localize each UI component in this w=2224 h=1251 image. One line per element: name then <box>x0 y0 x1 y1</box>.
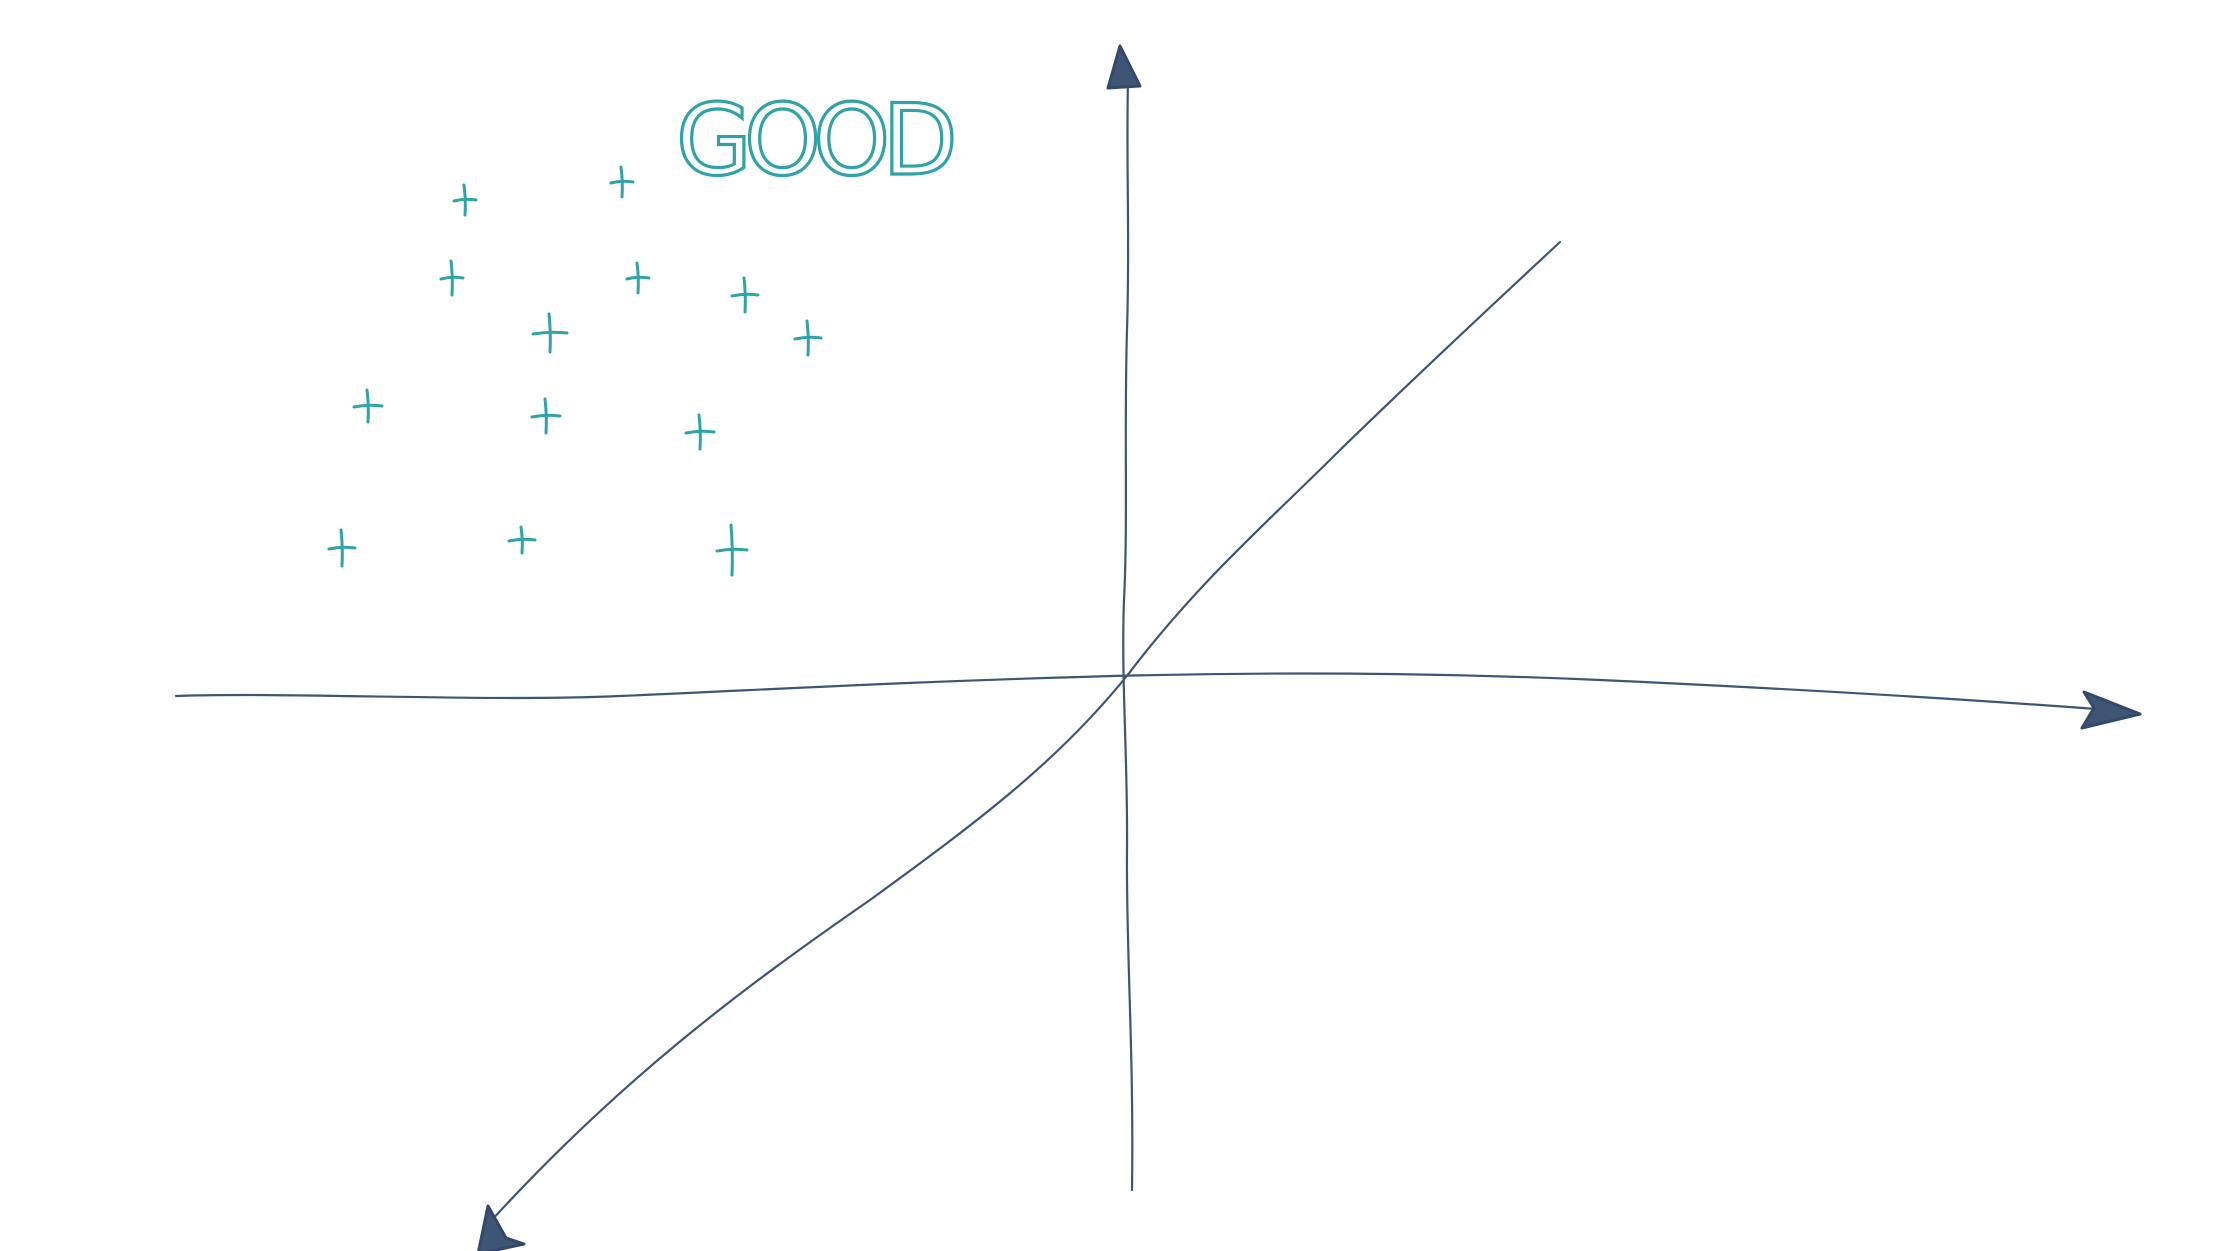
plus-mark <box>715 523 749 577</box>
diagonal-axis-arrow-icon <box>477 1204 526 1251</box>
plus-mark <box>439 259 465 297</box>
plus-mark <box>327 528 357 568</box>
plus-mark <box>352 388 384 424</box>
plus-mark <box>530 397 562 435</box>
diagonal-axis <box>488 240 1562 1224</box>
plus-mark <box>531 312 569 354</box>
plus-mark <box>793 319 823 357</box>
plus-mark <box>452 183 478 217</box>
plus-mark <box>684 413 716 451</box>
horizontal-axis <box>174 672 2138 714</box>
plus-mark <box>730 276 760 314</box>
vertical-axis <box>1122 80 1134 1192</box>
vertical-axis-arrow-icon <box>1106 44 1142 90</box>
plus-mark <box>625 261 651 295</box>
plus-mark <box>609 165 635 199</box>
horizontal-axis-arrow-icon <box>2080 690 2142 730</box>
plus-marks-cluster <box>327 165 823 577</box>
plus-mark <box>507 525 537 555</box>
good-label: GOOD <box>676 84 952 198</box>
